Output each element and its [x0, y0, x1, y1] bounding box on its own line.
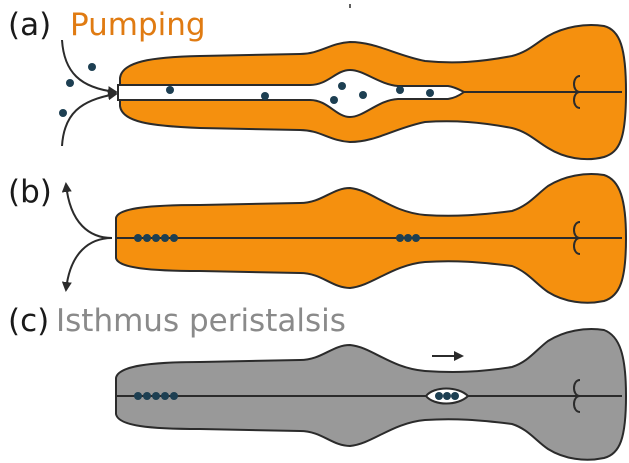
particle [359, 91, 367, 99]
particle [88, 63, 96, 71]
particle [396, 234, 404, 242]
pharynx-body-c [116, 329, 626, 460]
panel-c: (c) Isthmus peristalsis [8, 303, 626, 460]
particle [152, 234, 160, 242]
particle [412, 234, 420, 242]
particle [143, 234, 151, 242]
particle [152, 392, 160, 400]
panel-a-label: (a) [8, 7, 51, 43]
particle [435, 392, 443, 400]
particle [443, 392, 451, 400]
particle [426, 89, 434, 97]
panel-a: (a) Pumping [8, 7, 626, 159]
panel-b: (b) [8, 174, 626, 303]
particle [261, 92, 269, 100]
particle [59, 109, 67, 117]
particle [134, 392, 142, 400]
outflow-arrow-bottom [66, 238, 112, 290]
particle [404, 234, 412, 242]
particle [143, 392, 151, 400]
particle [170, 392, 178, 400]
panel-b-label: (b) [8, 174, 52, 210]
particle [161, 392, 169, 400]
particle [134, 234, 142, 242]
panel-c-label: (c) [8, 303, 49, 339]
particle [396, 86, 404, 94]
panel-a-title: Pumping [70, 7, 206, 43]
outflow-arrow-top [66, 184, 112, 238]
particle [330, 96, 338, 104]
particle [66, 79, 74, 87]
inflow-arrow-bottom [62, 94, 116, 146]
panel-c-title: Isthmus peristalsis [56, 303, 346, 339]
particle [161, 234, 169, 242]
particle [338, 82, 346, 90]
particle [451, 392, 459, 400]
particle [166, 86, 174, 94]
particle [170, 234, 178, 242]
